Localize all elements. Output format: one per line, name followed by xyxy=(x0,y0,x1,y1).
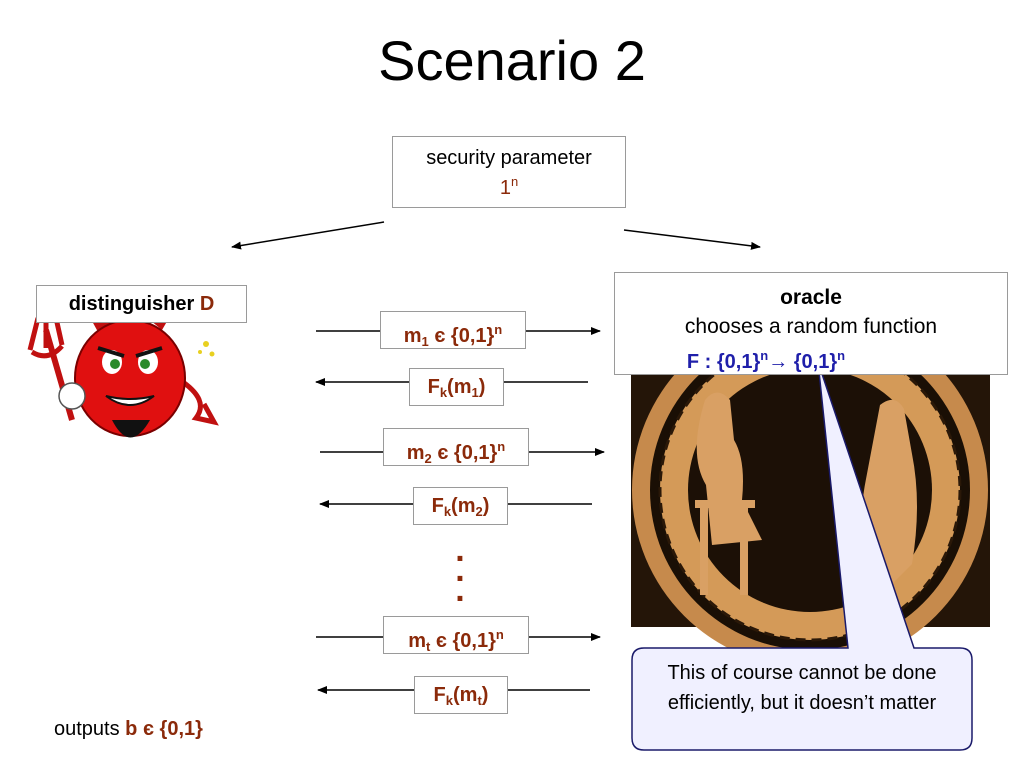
greek-vase-image xyxy=(631,312,990,668)
security-parameter-label: security parameter xyxy=(426,147,592,169)
distinguisher-box: distinguisher D xyxy=(36,285,247,323)
callout-text: This of course cannot be done efficientl… xyxy=(667,662,937,714)
oracle-description: chooses a random function xyxy=(684,315,938,338)
outputs-line: outputs b є {0,1} xyxy=(54,718,203,741)
response-f2: Fk(m2) xyxy=(413,487,508,525)
oracle-box: oracle chooses a random function F : {0,… xyxy=(614,272,1008,375)
oracle-title: oracle xyxy=(780,286,842,309)
devil-icon xyxy=(27,306,219,438)
query-mt: mt є {0,1}n xyxy=(383,616,529,654)
page-title: Scenario 2 xyxy=(378,29,646,92)
query-m2: m2 є {0,1}n xyxy=(383,428,529,466)
security-parameter-box: security parameter 1n xyxy=(392,136,626,208)
arrow-to-oracle xyxy=(623,229,761,250)
outputs-label: outputs xyxy=(54,718,126,740)
security-parameter-value: 1n xyxy=(499,174,519,199)
distinguisher-symbol: D xyxy=(199,293,215,315)
query-m1: m1 є {0,1}n xyxy=(380,311,526,349)
ellipsis-dots: . . . xyxy=(455,531,465,609)
arrow-to-distinguisher xyxy=(231,221,385,250)
response-f1: Fk(m1) xyxy=(409,368,504,406)
callout-bubble xyxy=(631,361,973,751)
distinguisher-label: distinguisher xyxy=(68,293,200,315)
oracle-function: F : {0,1}n→ {0,1}n xyxy=(686,348,846,373)
response-ft: Fk(mt) xyxy=(414,676,508,714)
outputs-value: b є {0,1} xyxy=(125,718,203,740)
